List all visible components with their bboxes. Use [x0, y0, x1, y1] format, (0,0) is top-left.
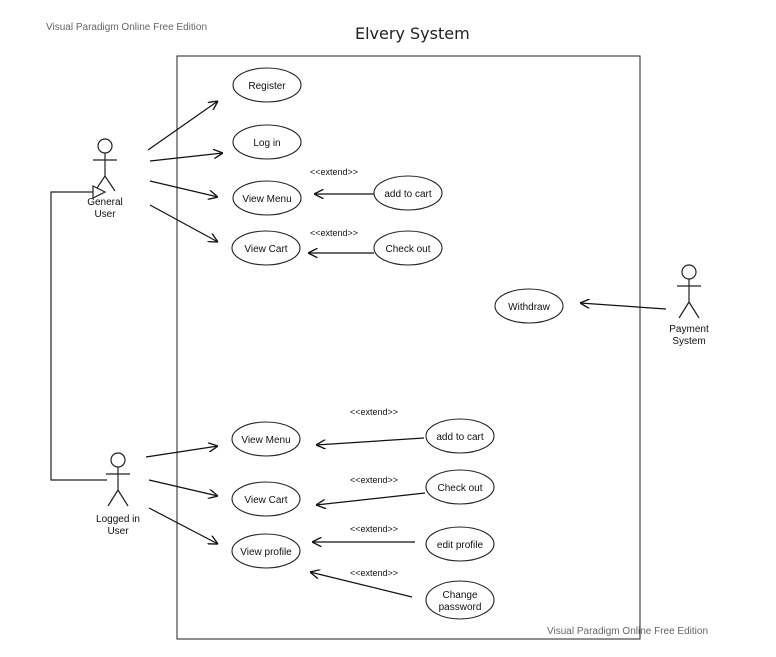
diagram-title: Elvery System	[355, 24, 470, 43]
use-case-add-to-cart-2[interactable]	[425, 418, 495, 454]
label-add-to-cart-1: add to cart	[384, 189, 431, 200]
label-withdraw: Withdraw	[508, 302, 550, 313]
label-view-cart-1: View Cart	[244, 244, 287, 255]
payment-system-association	[580, 303, 667, 310]
use-case-view-menu-2[interactable]	[231, 421, 301, 457]
use-case-view-menu-1[interactable]	[232, 180, 302, 216]
actor-payment-system-figure	[677, 264, 701, 319]
use-case-change-password[interactable]	[425, 580, 495, 620]
use-case-register[interactable]	[232, 67, 302, 103]
use-case-add-to-cart-1[interactable]	[373, 175, 443, 211]
label-register: Register	[248, 81, 286, 92]
label-view-menu-1: View Menu	[242, 194, 291, 205]
label-view-cart-2: View Cart	[244, 495, 287, 506]
use-case-log-in[interactable]	[232, 124, 302, 160]
extend-label-1: <<extend>>	[310, 167, 358, 177]
watermark-bottom: Visual Paradigm Online Free Edition	[547, 626, 709, 637]
label-check-out-1: Check out	[385, 244, 430, 255]
extend-label-3: <<extend>>	[350, 407, 398, 417]
actor-logged-in-user-label-1: Logged in	[96, 514, 140, 525]
system-boundary	[176, 55, 641, 640]
use-case-view-cart-1[interactable]	[231, 230, 301, 266]
general-user-associations	[147, 101, 223, 242]
generalization-line	[50, 191, 107, 481]
use-case-check-out-1[interactable]	[373, 230, 443, 266]
actor-general-user-label-1: General	[87, 197, 123, 208]
label-view-menu-2: View Menu	[241, 435, 290, 446]
extend-label-5: <<extend>>	[350, 524, 398, 534]
actor-general-user-label-2: User	[94, 209, 116, 220]
use-case-check-out-2[interactable]	[425, 469, 495, 505]
extend-label-2: <<extend>>	[310, 228, 358, 238]
label-check-out-2: Check out	[437, 483, 482, 494]
label-add-to-cart-2: add to cart	[436, 432, 483, 443]
label-change-password-line-1: Change	[442, 590, 477, 601]
watermark-top: Visual Paradigm Online Free Edition	[46, 22, 208, 33]
use-case-edit-profile[interactable]	[425, 526, 495, 562]
logged-in-user-associations	[145, 446, 218, 544]
extend-arrows	[308, 194, 426, 598]
actor-general-user-figure	[93, 138, 117, 192]
label-view-profile: View profile	[240, 547, 292, 558]
use-case-view-profile[interactable]	[231, 533, 301, 569]
actor-logged-in-user-figure	[106, 452, 130, 507]
use-case-withdraw[interactable]	[494, 288, 564, 324]
label-edit-profile: edit profile	[437, 540, 484, 551]
label-log-in: Log in	[253, 138, 280, 149]
actor-payment-system-label-1: Payment	[669, 324, 709, 335]
extend-label-6: <<extend>>	[350, 568, 398, 578]
actor-payment-system-label-2: System	[672, 336, 705, 347]
label-change-password-line-2: password	[439, 602, 482, 613]
use-case-view-cart-2[interactable]	[231, 481, 301, 517]
actor-logged-in-user-label-2: User	[107, 526, 129, 537]
generalization-arrowhead	[92, 185, 107, 199]
extend-label-4: <<extend>>	[350, 475, 398, 485]
